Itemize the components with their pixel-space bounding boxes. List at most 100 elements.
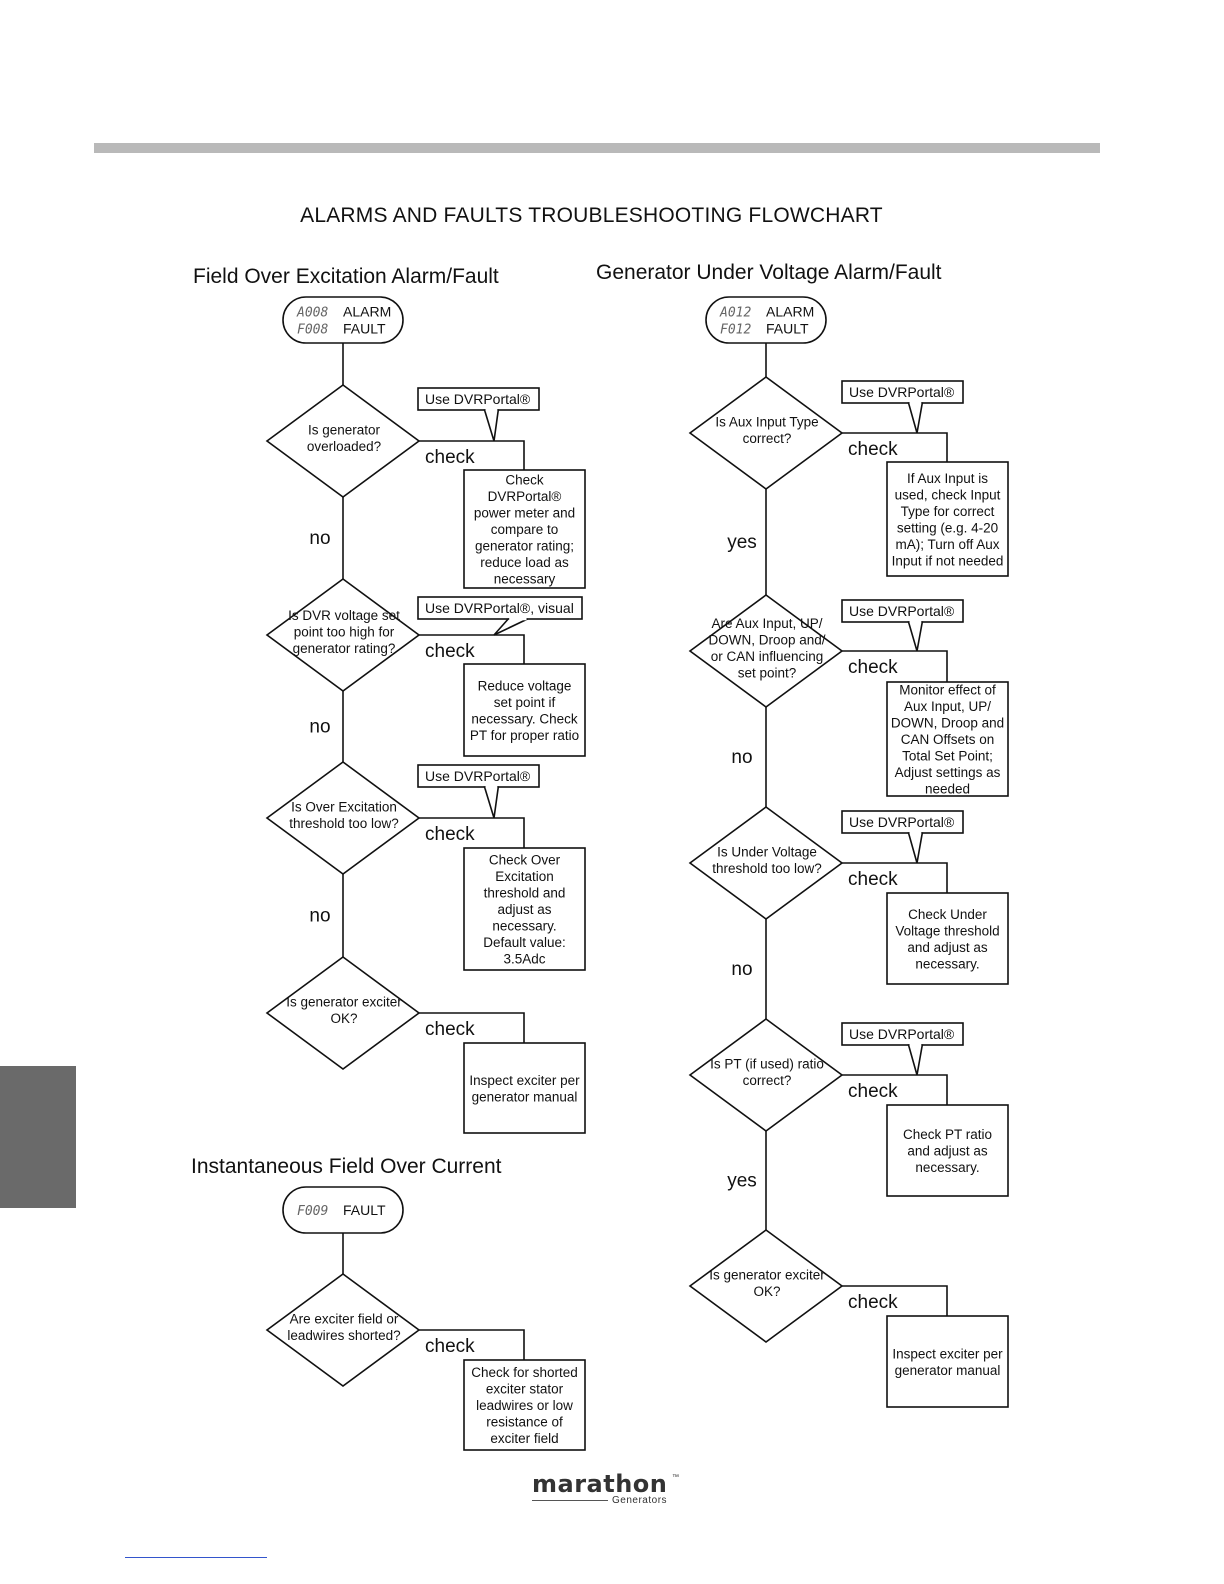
tool-callout [841, 380, 964, 404]
tool-text: Use DVRPortal® [425, 391, 531, 407]
action-text: Adjust settings as [895, 765, 1001, 780]
decision-text: Are Aux Input, UP/ [711, 616, 822, 631]
action-text: If Aux Input is [907, 471, 988, 486]
action-text: compare to [491, 522, 559, 537]
check-connector [842, 1285, 948, 1316]
decision-text: leadwires shorted? [287, 1328, 400, 1343]
code-label: FAULT [766, 321, 809, 337]
action-text: exciter field [490, 1431, 558, 1446]
decision-text: Is Under Voltage [717, 844, 817, 859]
tool-callout [841, 810, 964, 834]
action-box [886, 681, 1009, 797]
decision-text: Are exciter field or [290, 1311, 399, 1326]
action-text: generator manual [895, 1363, 1001, 1378]
decision-text: overloaded? [307, 439, 381, 454]
decision-text: DOWN, Droop and/ [708, 632, 825, 647]
action-text: and adjust as [907, 940, 988, 955]
check-connector [419, 1012, 525, 1043]
tool-text: Use DVRPortal® [849, 1026, 955, 1042]
action-text: needed [925, 782, 970, 797]
check-label: check [425, 824, 475, 845]
answer-label: yes [727, 1171, 757, 1192]
check-label: check [848, 1292, 898, 1313]
decision-text: OK? [753, 1284, 780, 1299]
callout-pointer [907, 832, 924, 864]
action-text: Type for correct [901, 504, 995, 519]
callout-pointer [907, 621, 924, 652]
action-text: threshold and [484, 886, 566, 901]
code-label: ALARM [766, 304, 814, 320]
action-box [886, 1315, 1009, 1408]
section-title-field-over-excitation: Field Over Excitation Alarm/Fault [193, 265, 499, 288]
decision-diamond [688, 1229, 844, 1343]
action-text: DOWN, Droop and [891, 716, 1004, 731]
action-text: leadwires or low [476, 1398, 573, 1413]
check-label: check [425, 1019, 475, 1040]
action-text: Check Over [489, 853, 561, 868]
decision-text: point too high for [294, 625, 395, 640]
action-text: generator manual [472, 1089, 578, 1104]
action-text: Input if not needed [892, 553, 1004, 568]
lcd-code: A008 [296, 306, 328, 321]
tool-text: Use DVRPortal®, visual [425, 600, 574, 616]
answer-label: no [309, 528, 330, 549]
action-box [463, 1359, 586, 1451]
decision-text: OK? [330, 1011, 357, 1026]
check-label: check [425, 447, 475, 468]
callout-pointer [483, 786, 500, 819]
check-connector [419, 634, 525, 664]
tool-text: Use DVRPortal® [425, 768, 531, 784]
section-title-instantaneous-field-over-current: Instantaneous Field Over Current [191, 1155, 502, 1178]
action-box [886, 461, 1009, 577]
check-connector [419, 1329, 525, 1360]
code-label: FAULT [343, 1202, 386, 1218]
check-connector [419, 817, 525, 848]
callout-pointer [907, 1044, 924, 1076]
action-text: generator rating; [475, 539, 574, 554]
section-title-generator-under-voltage: Generator Under Voltage Alarm/Fault [596, 261, 942, 284]
callout-pointer [493, 618, 528, 636]
action-text: PT for proper ratio [470, 728, 579, 743]
tool-text: Use DVRPortal® [849, 384, 955, 400]
decision-text: threshold too low? [712, 861, 822, 876]
decision-diamond [265, 956, 421, 1070]
action-text: Aux Input, UP/ [904, 699, 991, 714]
action-text: necessary. Check [471, 711, 578, 726]
footer-link-underline [125, 1557, 267, 1558]
check-label: check [848, 439, 898, 460]
action-box [463, 847, 586, 971]
action-text: power meter and [474, 506, 575, 521]
action-text: Default value: [483, 935, 566, 950]
action-text: Check for shorted [471, 1365, 578, 1380]
marathon-logo: marathon ™ Generators [532, 1470, 679, 1506]
check-connector [842, 432, 948, 462]
action-text: Inspect exciter per [469, 1073, 580, 1088]
action-text: resistance of [486, 1415, 563, 1430]
action-text: Excitation [495, 869, 554, 884]
check-label: check [848, 869, 898, 890]
lcd-code: F009 [297, 1204, 328, 1219]
tool-callout [417, 596, 583, 620]
action-text: Voltage threshold [895, 923, 999, 938]
answer-label: no [309, 717, 330, 738]
decision-text: Is PT (if used) ratio [710, 1056, 824, 1071]
action-text: 3.5Adc [503, 952, 545, 967]
action-text: Check [505, 473, 544, 488]
action-text: and adjust as [907, 1144, 988, 1159]
action-text: set point if [494, 695, 556, 710]
action-text: adjust as [497, 902, 551, 917]
side-tab [0, 1066, 76, 1208]
lcd-code: F012 [720, 323, 751, 338]
action-box [886, 1104, 1009, 1197]
action-text: necessary. [915, 956, 979, 971]
tool-callout [417, 764, 540, 788]
answer-label: no [309, 906, 330, 927]
action-text: Check PT ratio [903, 1127, 992, 1142]
decision-text: Is generator [308, 422, 381, 437]
action-text: Reduce voltage [478, 678, 572, 693]
action-text: necessary [494, 572, 556, 587]
check-connector [842, 1074, 948, 1105]
action-text: Total Set Point; [902, 749, 993, 764]
check-label: check [848, 1081, 898, 1102]
decision-text: correct? [743, 431, 792, 446]
